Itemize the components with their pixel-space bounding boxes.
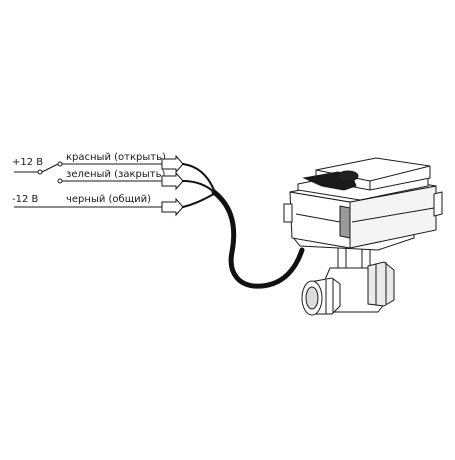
- wire-green-label: зеленый (закрыть): [66, 169, 165, 180]
- wire-red: [182, 163, 215, 191]
- wire-black: [182, 193, 215, 208]
- side-clip-right: [433, 191, 443, 217]
- side-clip-left: [283, 203, 293, 223]
- red-contact: [57, 161, 63, 167]
- front-groove: [295, 213, 341, 223]
- valve-coupling: [337, 247, 371, 269]
- minus-voltage-label: -12 В: [12, 194, 39, 205]
- power-switch-group: [14, 161, 162, 208]
- handle-hub: [337, 170, 359, 182]
- actuator: [283, 157, 443, 251]
- front-rib: [339, 205, 351, 239]
- connectors: [161, 154, 184, 217]
- wire-bundle: [182, 163, 215, 208]
- wire-green: [182, 180, 215, 193]
- connector-black: [161, 197, 184, 217]
- wire-black-label: черный (общий): [66, 194, 151, 205]
- connector-red: [161, 154, 184, 174]
- side-groove: [351, 207, 435, 223]
- connector-green: [161, 171, 184, 191]
- ball-valve: [301, 247, 395, 316]
- plus-terminal: [37, 169, 43, 175]
- switch-arm-red: [41, 163, 59, 173]
- plus-voltage-label: +12 В: [12, 157, 43, 168]
- green-contact: [57, 178, 63, 184]
- cable: [211, 189, 305, 289]
- wire-red-label: красный (открыть): [66, 152, 166, 163]
- valve-left-bore: [305, 286, 319, 310]
- valve-right-nut: [367, 261, 395, 307]
